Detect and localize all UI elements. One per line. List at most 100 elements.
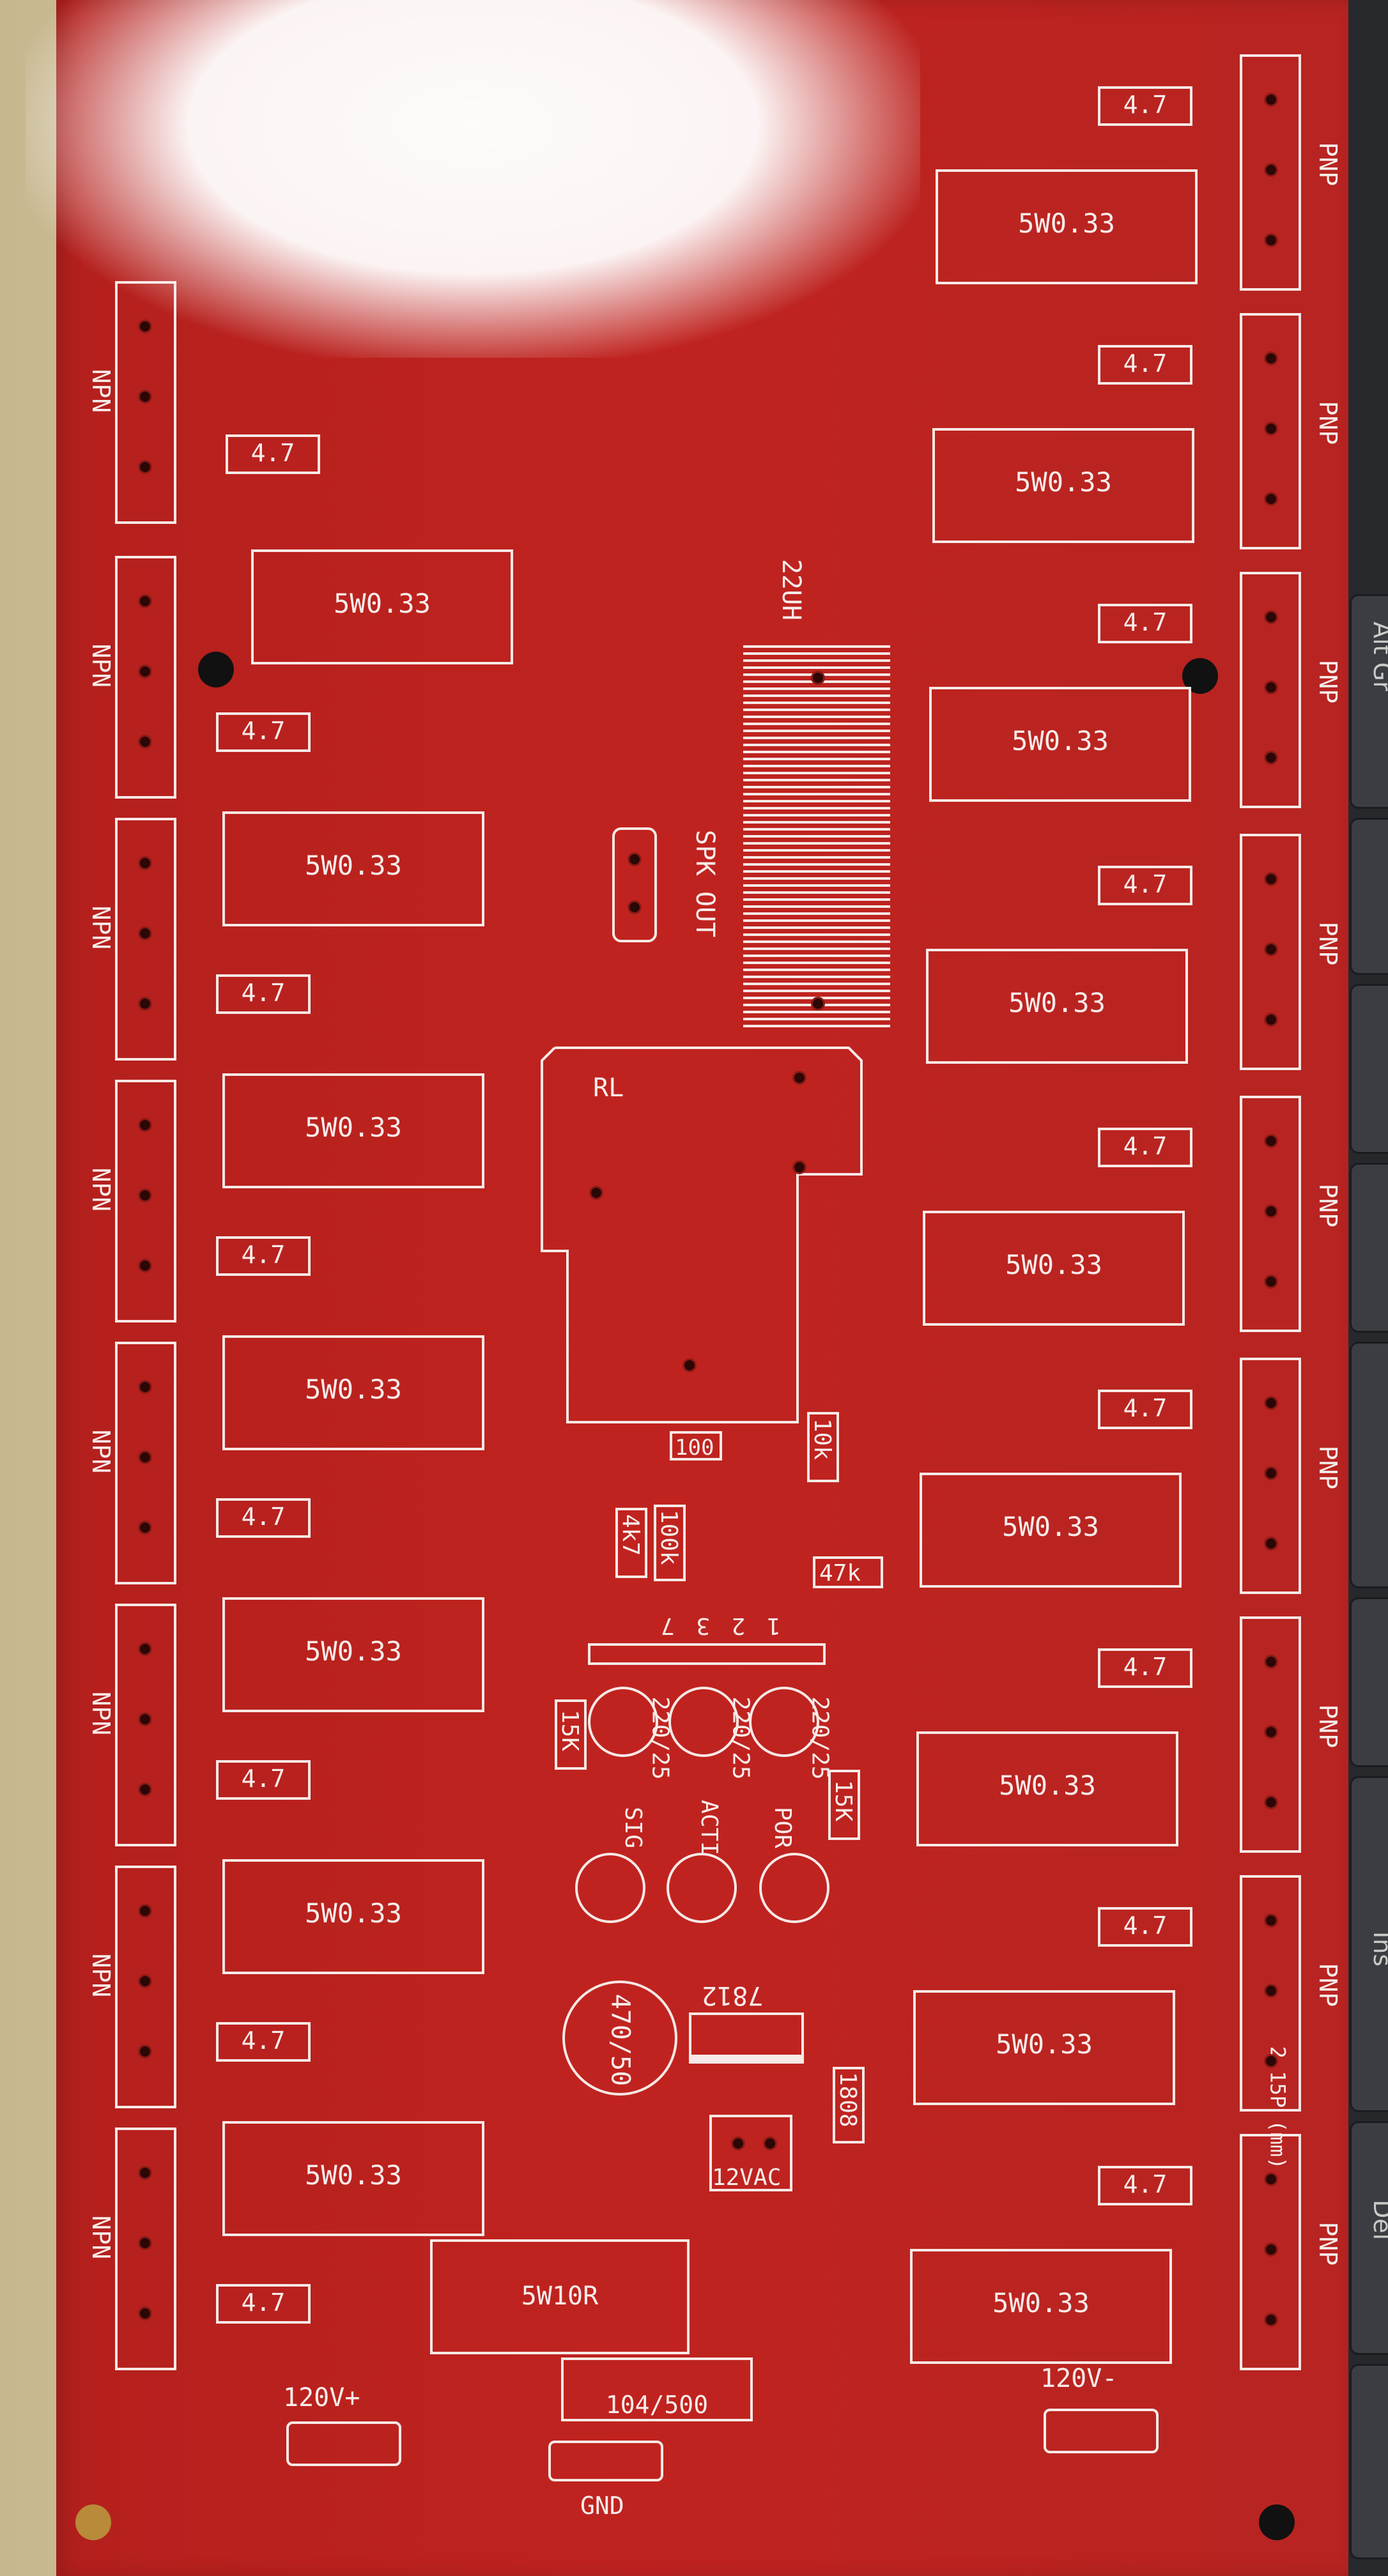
pad [1264, 1725, 1278, 1739]
pad [1264, 2242, 1278, 2257]
small-resistor-label: 4.7 [1123, 2170, 1168, 2198]
pnp-transistor-outline [1240, 1096, 1301, 1332]
v-minus-label: 120V- [1040, 2364, 1118, 2393]
power-resistor [222, 1335, 484, 1450]
pad [792, 1160, 806, 1174]
pad [1264, 942, 1278, 956]
power-resistor [936, 169, 1198, 284]
key-blank-4 [1350, 1342, 1388, 1588]
pad [1264, 610, 1278, 624]
power-resistor [913, 1990, 1175, 2105]
pad [138, 997, 152, 1011]
mounting-hole [75, 2504, 111, 2540]
pad [138, 1642, 152, 1656]
pad [138, 1712, 152, 1726]
inductor-label: 22UH [776, 558, 806, 621]
resistor-4k7: 4k7 [615, 1508, 647, 1578]
key-del-label: Del [1368, 2200, 1388, 2241]
pnp-transistor-outline [1240, 54, 1301, 291]
pad [138, 856, 152, 870]
pad [1264, 2172, 1278, 2186]
cap-por [749, 1687, 819, 1757]
npn-transistor-outline [115, 1604, 176, 1846]
pad [1264, 751, 1278, 765]
resistor-10k: 10k [807, 1412, 839, 1482]
power-resistor-label: 5W0.33 [334, 588, 431, 619]
speaker-label: SPK OUT [690, 829, 720, 938]
pad [138, 1904, 152, 1918]
cap-470-label: 470/50 [605, 1993, 635, 2087]
pad [1264, 1204, 1278, 1218]
key-del: Del [1350, 2121, 1388, 2355]
npn-label: NPN [87, 1691, 115, 1736]
power-resistor-label: 5W0.33 [1015, 466, 1112, 498]
pad [1264, 233, 1278, 247]
power-resistor [222, 1859, 484, 1974]
pnp-label: PNP [1314, 142, 1342, 187]
pad [138, 1118, 152, 1132]
cap-value-3: 220/25 [806, 1696, 833, 1780]
small-resistor-label: 4.7 [1123, 1132, 1168, 1160]
key-blank-1 [1350, 818, 1388, 975]
resistor-100: 100 [670, 1431, 722, 1460]
small-resistor [1098, 1390, 1192, 1429]
pad [138, 1188, 152, 1202]
small-resistor-label: 4.7 [241, 2288, 286, 2317]
power-resistor-label: 5W0.33 [305, 2159, 402, 2191]
resistor-47k: 47k [813, 1556, 883, 1588]
key-altgr: Alt Gr [1350, 594, 1388, 809]
pnp-transistor-outline [1240, 1358, 1301, 1594]
power-resistor [920, 1473, 1182, 1588]
npn-transistor-outline [115, 556, 176, 799]
v-minus-connector [1044, 2409, 1159, 2453]
power-resistor-label: 5W0.33 [996, 2028, 1093, 2060]
pad [138, 1521, 152, 1535]
power-resistor [222, 1597, 484, 1712]
v-plus-connector [286, 2421, 401, 2466]
pad [138, 735, 152, 749]
power-resistor-label: 5W0.33 [1005, 1249, 1102, 1280]
small-resistor [1098, 1128, 1192, 1167]
key-blank-3 [1350, 1163, 1388, 1333]
gnd-label: GND [580, 2492, 624, 2520]
key-ins-label: Ins [1368, 1931, 1388, 1967]
small-resistor [1098, 2166, 1192, 2205]
small-resistor-label: 4.7 [1123, 608, 1168, 636]
pad [138, 2044, 152, 2058]
npn-transistor-outline [115, 1080, 176, 1322]
pad [1264, 1275, 1278, 1289]
pnp-transistor-outline [1240, 1616, 1301, 1853]
regulator [689, 2012, 804, 2064]
pad [138, 2166, 152, 2180]
pad [1264, 351, 1278, 365]
cap-label-sig: SIG [620, 1806, 647, 1849]
pad [1264, 1134, 1278, 1148]
key-blank-2 [1350, 984, 1388, 1154]
power-resistor-label: 5W0.33 [999, 1770, 1096, 1801]
cap-value-2: 220/25 [727, 1696, 754, 1780]
cap-small-2 [667, 1853, 737, 1923]
small-resistor-label: 4.7 [241, 1241, 286, 1269]
small-resistor-label: 4.7 [1123, 349, 1168, 378]
npn-transistor-outline [115, 1342, 176, 1584]
pad [138, 926, 152, 940]
pad [138, 664, 152, 678]
power-resistor [929, 687, 1191, 802]
pnp-transistor-outline [1240, 1875, 1301, 2112]
power-resistor [926, 949, 1188, 1064]
pad [1264, 680, 1278, 694]
pad [138, 594, 152, 608]
pnp-label: PNP [1314, 1704, 1342, 1749]
npn-label: NPN [87, 2215, 115, 2260]
small-resistor-label: 4.7 [241, 717, 286, 745]
key-altgr-label: Alt Gr [1368, 622, 1388, 691]
power-resistor-label: 5W0.33 [992, 2287, 1090, 2319]
power-resistor-label: 5W0.33 [1012, 725, 1109, 756]
pnp-label: PNP [1314, 921, 1342, 966]
key-blank-6 [1350, 2364, 1388, 2559]
small-resistor-label: 4.7 [241, 1503, 286, 1531]
pad [1264, 2054, 1278, 2068]
small-resistor-label: 4.7 [241, 2027, 286, 2055]
pnp-label: PNP [1314, 1183, 1342, 1228]
